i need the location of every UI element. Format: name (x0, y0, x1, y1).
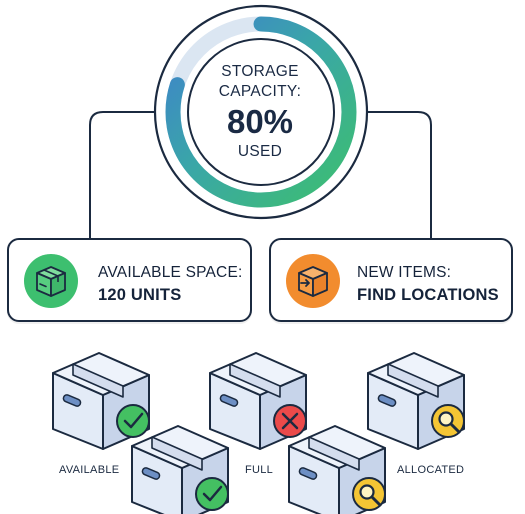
storage-box-full (209, 352, 307, 450)
capacity-gauge (153, 4, 369, 220)
check-badge (195, 477, 229, 511)
open-box-icon (24, 254, 78, 308)
connector-right (360, 111, 432, 238)
gauge-progress-arc (165, 16, 357, 208)
available-space-card: AVAILABLE SPACE: 120 UNITS (7, 238, 252, 322)
full-label: FULL (245, 464, 274, 476)
gauge-title-line2: CAPACITY: (218, 83, 302, 100)
storage-box-allocated-2 (288, 425, 386, 514)
new-items-value: FIND LOCATIONS (357, 286, 499, 304)
check-badge (116, 404, 150, 438)
storage-box-available-2 (131, 425, 229, 514)
gauge-title-line1: STORAGE (221, 63, 299, 80)
gauge-label: STORAGE CAPACITY: 80% USED (190, 62, 330, 162)
new-items-label: NEW ITEMS: (357, 264, 452, 281)
new-items-card: NEW ITEMS: FIND LOCATIONS (269, 238, 513, 322)
available-space-value: 120 UNITS (98, 286, 182, 304)
gauge-used-label: USED (237, 143, 283, 160)
box-arrow-icon (286, 254, 340, 308)
allocated-label: ALLOCATED (397, 464, 465, 476)
available-label: AVAILABLE (59, 464, 120, 476)
storage-box-available (52, 352, 150, 450)
gauge-percent-value: 80% (226, 103, 294, 140)
storage-box-allocated (367, 352, 465, 450)
available-space-label: AVAILABLE SPACE: (98, 264, 243, 281)
connector-left (89, 111, 163, 238)
